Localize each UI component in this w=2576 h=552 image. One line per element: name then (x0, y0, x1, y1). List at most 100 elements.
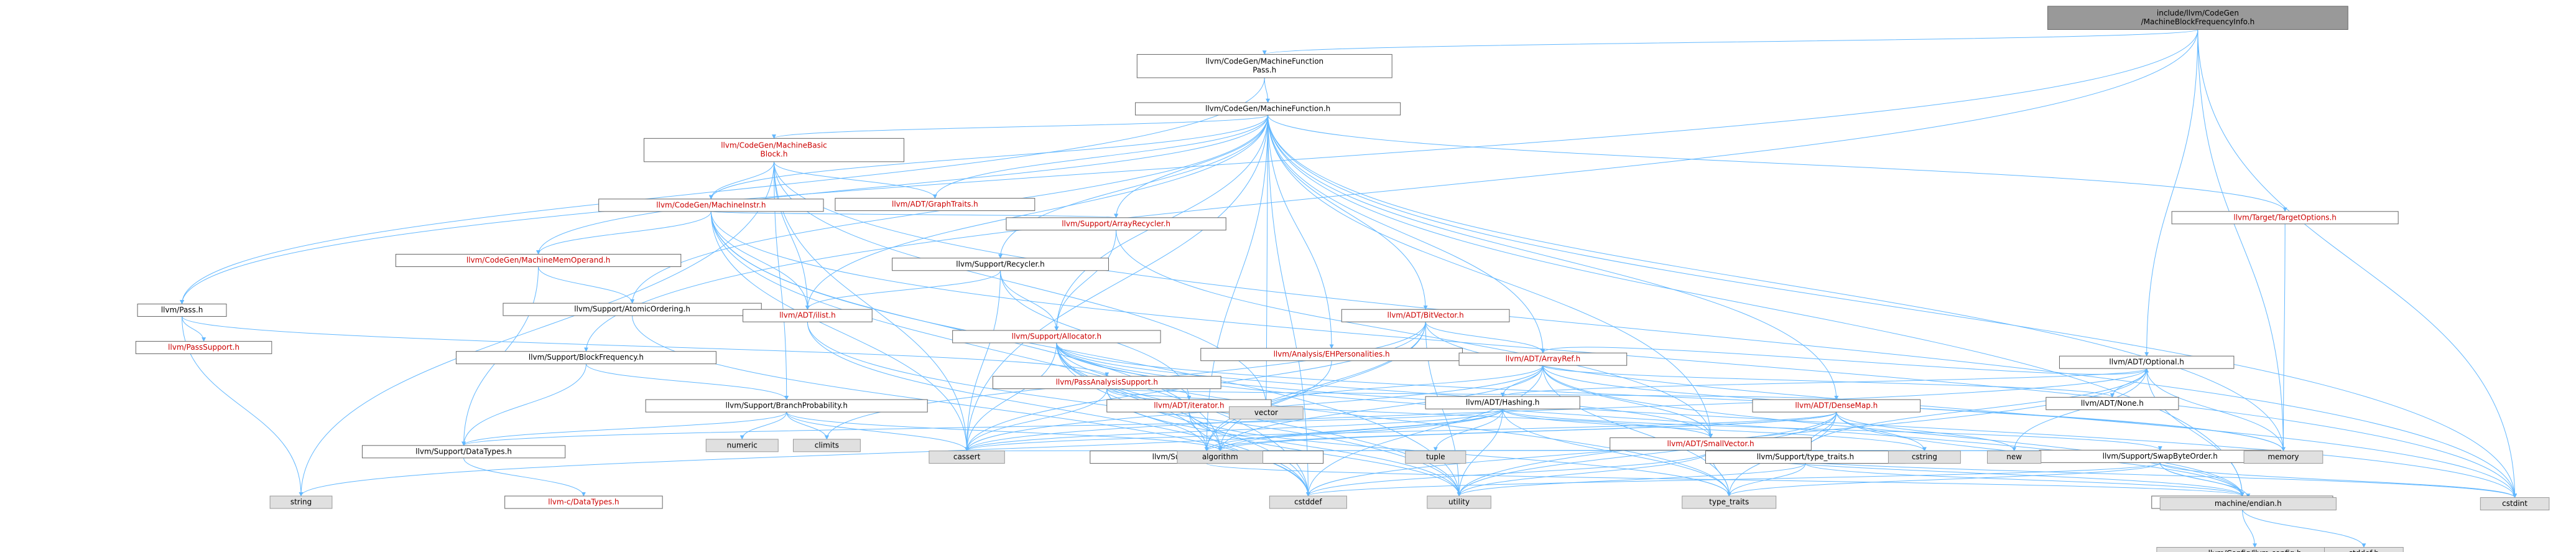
edge-allocator-to-smallvector (1056, 342, 1713, 439)
node-arrayrecycler[interactable]: llvm/Support/ArrayRecycler.h (1006, 217, 1226, 231)
node-label-arrayref: llvm/ADT/ArrayRef.h (1506, 355, 1581, 363)
edge-hashing-to-utility (1457, 409, 1503, 497)
node-mi[interactable]: llvm/CodeGen/MachineInstr.h (598, 199, 824, 212)
node-passsupport[interactable]: llvm/PassSupport.h (135, 340, 272, 354)
node-branchprob[interactable]: llvm/Support/BranchProbability.h (645, 399, 928, 413)
edge-mmo-to-atomic (538, 266, 635, 304)
node-optional[interactable]: llvm/ADT/Optional.h (2059, 355, 2235, 369)
node-mf[interactable]: llvm/CodeGen/MachineFunction.h (1135, 102, 1401, 116)
node-datatypes[interactable]: llvm/Support/DataTypes.h (361, 445, 566, 459)
node-root: include/llvm/CodeGen/MachineBlockFrequen… (2047, 6, 2348, 30)
edge-mf-to-errorhandling (1204, 115, 1269, 452)
edge-typetraitsh-to-type_traits (1726, 463, 1806, 497)
edge-mbb-to-graphtraits (773, 161, 937, 199)
node-cstdint: cstdint (2480, 497, 2550, 511)
node-label-cassert: cassert (953, 452, 981, 461)
node-pass[interactable]: llvm/Pass.h (137, 303, 227, 317)
node-box-stddefh (2324, 547, 2404, 552)
edge-densemap-to-errorhandling (1204, 411, 1837, 452)
edge-branchprob-to-climits (786, 412, 829, 440)
node-box-type_traits (1682, 495, 1777, 509)
node-label-mi: llvm/CodeGen/MachineInstr.h (656, 200, 766, 209)
edge-branchprob-to-numeric (739, 412, 787, 440)
edge-mi-to-mmo (536, 211, 711, 255)
edge-passanalysis-to-smallvector (1106, 388, 1713, 439)
node-label-optional: llvm/ADT/Optional.h (2109, 358, 2184, 367)
node-box-string (269, 495, 333, 509)
node-densemap[interactable]: llvm/ADT/DenseMap.h (1752, 399, 1921, 413)
node-label-mmo: llvm/CodeGen/MachineMemOperand.h (466, 256, 611, 264)
node-hashing[interactable]: llvm/ADT/Hashing.h (1425, 396, 1580, 409)
node-targetopts[interactable]: llvm/Target/TargetOptions.h (2171, 211, 2399, 225)
node-label-mbb: Block.h (761, 150, 788, 159)
node-atomic[interactable]: llvm/Support/AtomicOrdering.h (503, 302, 762, 316)
node-mmo[interactable]: llvm/CodeGen/MachineMemOperand.h (395, 254, 682, 268)
node-box-none (2046, 396, 2179, 410)
node-typetraitsh[interactable]: llvm/Support/type_traits.h (1705, 451, 1906, 464)
node-box-pass (137, 303, 227, 317)
edge-densemap-to-cstddef (1305, 412, 1837, 497)
edge-arrayrecycler-to-smallvector (1116, 230, 1713, 439)
edge-arrayref-to-compiler (1542, 365, 2245, 497)
node-box-mi (598, 199, 824, 212)
node-label-cstddef: cstddef (1294, 498, 1322, 507)
node-graphtraits[interactable]: llvm/ADT/GraphTraits.h (835, 198, 1035, 212)
node-bitvector[interactable]: llvm/ADT/BitVector.h (1341, 309, 1510, 322)
node-recycler[interactable]: llvm/Support/Recycler.h (892, 258, 1109, 271)
node-ilist[interactable]: llvm/ADT/ilist.h (743, 309, 873, 322)
node-cassert: cassert (929, 451, 1005, 464)
edge-branchprob-to-datatypes (461, 411, 787, 446)
node-machineendian: machine/endian.h (2159, 497, 2337, 511)
edge-recycler-to-ilist (805, 270, 1001, 310)
edge-typetraitsh-to-compiler (1805, 463, 2245, 497)
node-box-targetopts (2171, 211, 2399, 225)
node-blockfreq[interactable]: llvm/Support/BlockFrequency.h (455, 351, 716, 365)
edge-allocator-to-cassert (965, 342, 1057, 452)
node-box-memory (2243, 451, 2323, 464)
node-none[interactable]: llvm/ADT/None.h (2046, 396, 2179, 410)
node-box-cstring (1888, 451, 1961, 464)
edge-hashing-to-string (299, 409, 1503, 497)
node-box-hashing (1425, 396, 1580, 409)
node-label-stddefh: stddef.h (2349, 549, 2379, 552)
node-arrayref[interactable]: llvm/ADT/ArrayRef.h (1458, 352, 1628, 366)
node-label-hashing: llvm/ADT/Hashing.h (1466, 398, 1540, 407)
edge-optional-to-cassert (965, 368, 2147, 452)
node-label-branchprob: llvm/Support/BranchProbability.h (725, 401, 847, 410)
edge-allocator-to-cstddef (1056, 342, 1310, 497)
edge-mf-to-compiler (1267, 115, 2245, 497)
node-allocator[interactable]: llvm/Support/Allocator.h (952, 330, 1161, 344)
node-label-utility: utility (1448, 498, 1470, 507)
node-box-mf (1135, 102, 1401, 116)
edge-bitvector-to-algorithm (1218, 322, 1426, 452)
node-swapbyte[interactable]: llvm/Support/SwapByteOrder.h (2039, 449, 2281, 463)
edge-recycler-to-cassert (965, 270, 1001, 452)
edge-errorhandling-to-compiler (1206, 463, 2245, 497)
node-cstring: cstring (1888, 451, 1961, 464)
node-label-llvmconfig: llvm/Config/llvm-config.h (2208, 549, 2302, 552)
node-new: new (1986, 451, 2042, 464)
node-label-root: /MachineBlockFrequencyInfo.h (2141, 17, 2255, 26)
node-stddefh: stddef.h (2324, 547, 2404, 552)
node-ehpers[interactable]: llvm/Analysis/EHPersonalities.h (1200, 348, 1463, 362)
node-label-arrayrecycler: llvm/Support/ArrayRecycler.h (1062, 219, 1170, 228)
node-box-arrayrecycler (1006, 217, 1226, 231)
edge-hashing-to-cstring (1502, 408, 1927, 452)
node-label-targetopts: llvm/Target/TargetOptions.h (2233, 213, 2337, 222)
node-label-memory: memory (2268, 452, 2299, 461)
node-box-cstddef (1269, 495, 1347, 509)
node-smallvector[interactable]: llvm/ADT/SmallVector.h (1610, 437, 1812, 451)
node-llvmconfig: llvm/Config/llvm-config.h (2156, 547, 2353, 552)
edge-densemap-to-new (1836, 411, 2017, 452)
node-label-mf: llvm/CodeGen/MachineFunction.h (1205, 104, 1330, 113)
edge-compiler-to-llvmconfig (2241, 508, 2258, 548)
node-box-recycler (892, 258, 1109, 271)
edge-mbb-to-cstdint (773, 161, 2518, 498)
edge-mbb-to-ilist (773, 161, 810, 310)
node-label-pass: llvm/Pass.h (161, 306, 203, 314)
node-cdatatypes[interactable]: llvm-c/DataTypes.h (504, 495, 663, 509)
node-passanalysis[interactable]: llvm/PassAnalysisSupport.h (992, 376, 1221, 390)
